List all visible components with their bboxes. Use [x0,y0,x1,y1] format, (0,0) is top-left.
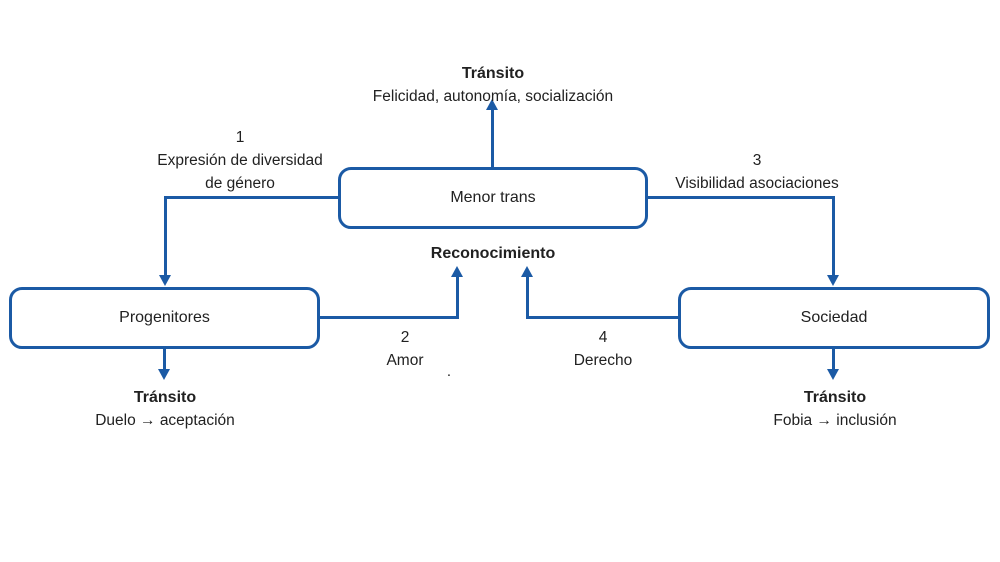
edge-label-1: 1 Expresión de diversidad de género [115,126,365,195]
outcome-left: Tránsito Duelo → aceptación [45,386,285,432]
outcome-top-detail: Felicidad, autonomía, socialización [372,88,614,105]
arrowhead-up-top-outcome [486,99,498,110]
connector-e2-horizontal [318,316,459,319]
node-progenitores: Progenitores [9,287,320,349]
outcome-right-detail: Fobia → inclusión [773,412,897,429]
outcome-top-title: Tránsito [461,65,525,82]
node-menor-trans: Menor trans [338,167,648,229]
connector-e1-horizontal [164,196,340,199]
connector-progenitores-down-stem [163,349,166,370]
connector-e2-vertical [456,276,459,319]
arrowhead-down-sociedad [827,275,839,286]
node-menor-trans-label: Menor trans [450,189,536,206]
connector-menor-top-stem [491,110,494,167]
arrowhead-down-progenitores [159,275,171,286]
connector-e3-horizontal [646,196,835,199]
edge-4-number: 4 [598,329,608,346]
outcome-left-title: Tránsito [133,389,197,406]
stray-period-mark: . [446,363,452,380]
connector-e1-vertical [164,196,167,276]
outcome-left-detail: Duelo → aceptación [95,412,235,429]
connector-e4-horizontal [527,316,680,319]
center-label-reconocimiento: Reconocimiento [430,245,556,262]
edge-label-2: 2 Amor [355,326,455,372]
arrowhead-down-left-outcome [158,369,170,380]
arrowhead-up-reconocimiento-right [521,266,533,277]
node-sociedad-label: Sociedad [800,309,868,326]
outcome-right-title: Tránsito [803,389,867,406]
edge-1-number: 1 [235,129,245,146]
arrowhead-down-right-outcome [827,369,839,380]
edge-4-text: Derecho [573,352,633,369]
edge-3-text: Visibilidad asociaciones [675,175,839,192]
node-progenitores-label: Progenitores [119,309,210,326]
arrowhead-up-reconocimiento-left [451,266,463,277]
outcome-right: Tránsito Fobia → inclusión [715,386,955,432]
edge-label-3: 3 Visibilidad asociaciones [632,149,882,195]
edge-1-text-line1: Expresión de diversidad [157,152,323,169]
edge-label-4: 4 Derecho [553,326,653,372]
edge-3-number: 3 [752,152,762,169]
edge-1-text-line2: de género [205,175,275,192]
node-sociedad: Sociedad [678,287,990,349]
edge-2-number: 2 [400,329,410,346]
connector-e4-vertical [526,276,529,319]
edge-2-text: Amor [386,352,424,369]
connector-e3-vertical [832,196,835,276]
connector-sociedad-down-stem [832,349,835,370]
outcome-top: Tránsito Felicidad, autonomía, socializa… [313,62,673,108]
